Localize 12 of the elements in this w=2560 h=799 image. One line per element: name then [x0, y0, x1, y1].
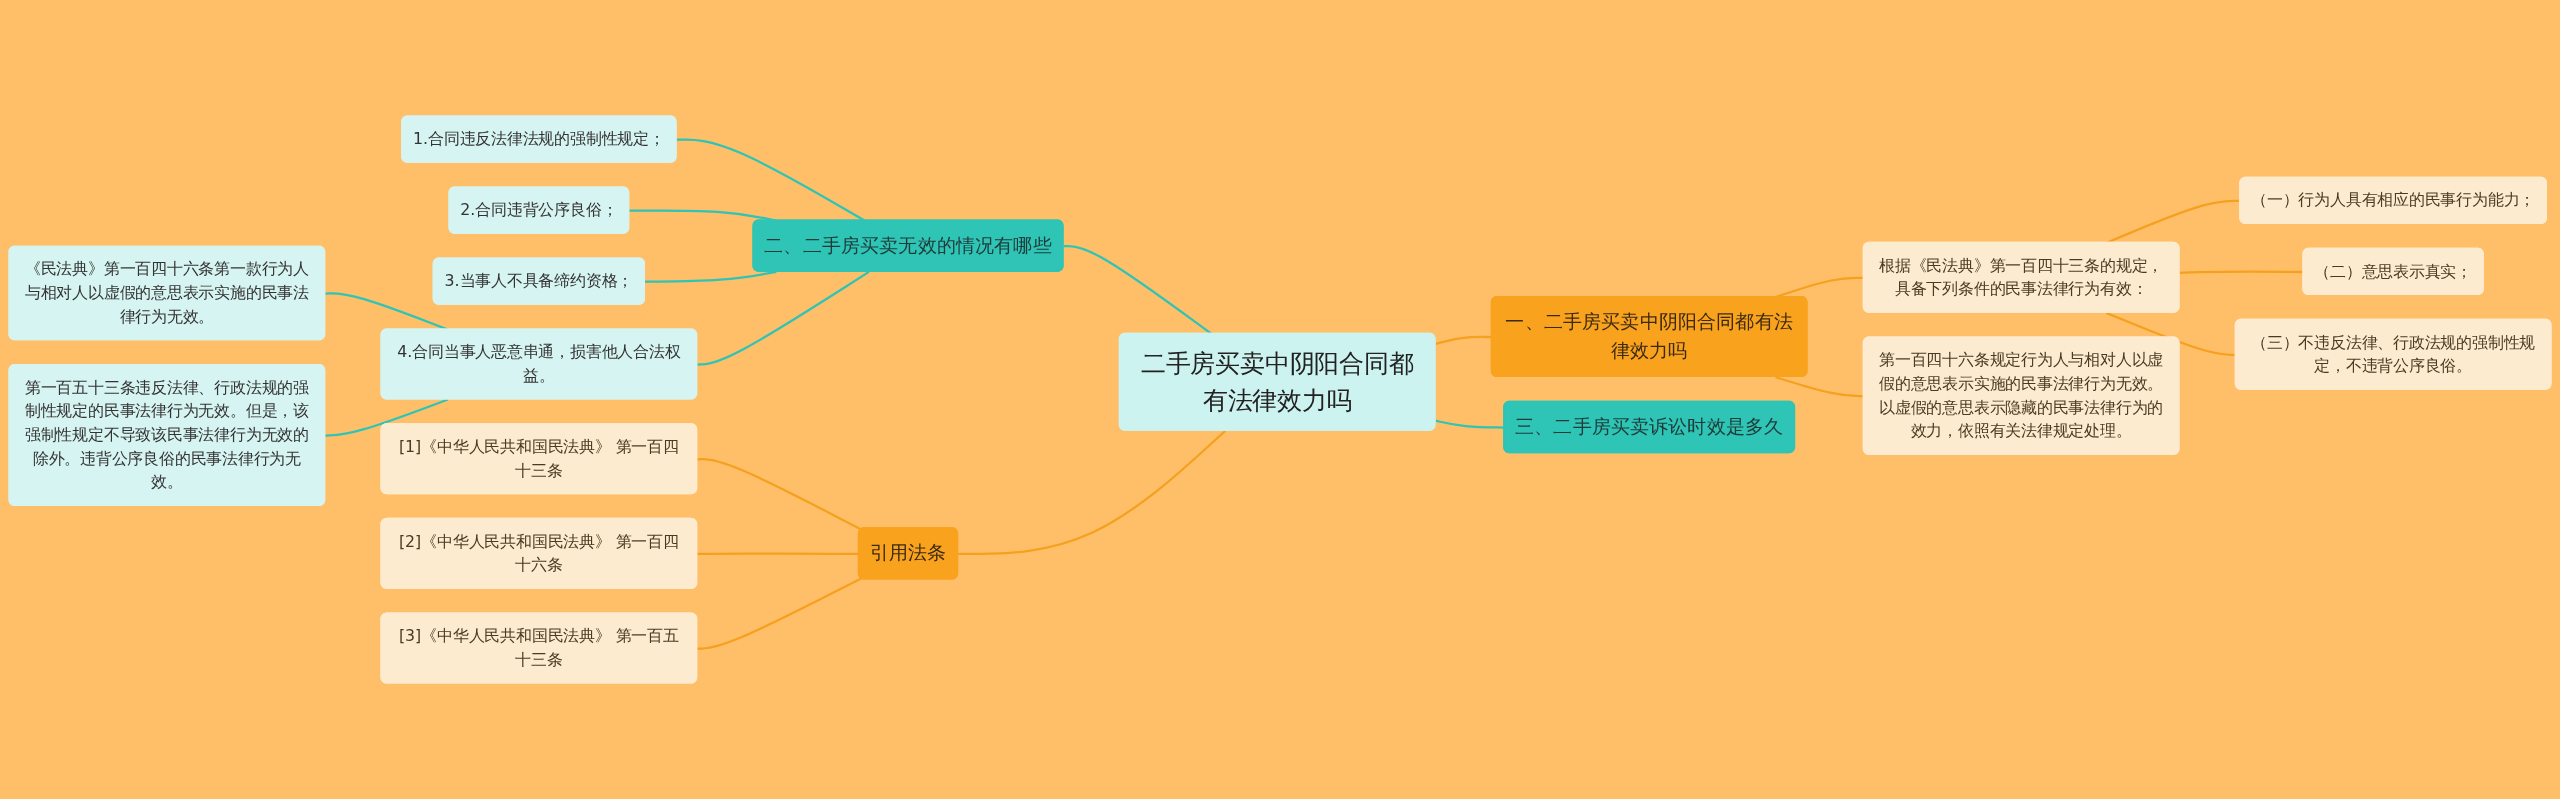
- connector: [325, 292, 449, 331]
- connector: [2105, 311, 2236, 356]
- connector: [645, 270, 777, 283]
- connector: [1063, 244, 1213, 335]
- connector: [697, 552, 859, 556]
- connector: [697, 458, 862, 531]
- connector: [958, 429, 1226, 556]
- connector: [1775, 376, 1864, 398]
- connector: [1435, 335, 1492, 345]
- connector: [697, 270, 870, 366]
- connector: [697, 577, 862, 650]
- connector: [325, 398, 449, 437]
